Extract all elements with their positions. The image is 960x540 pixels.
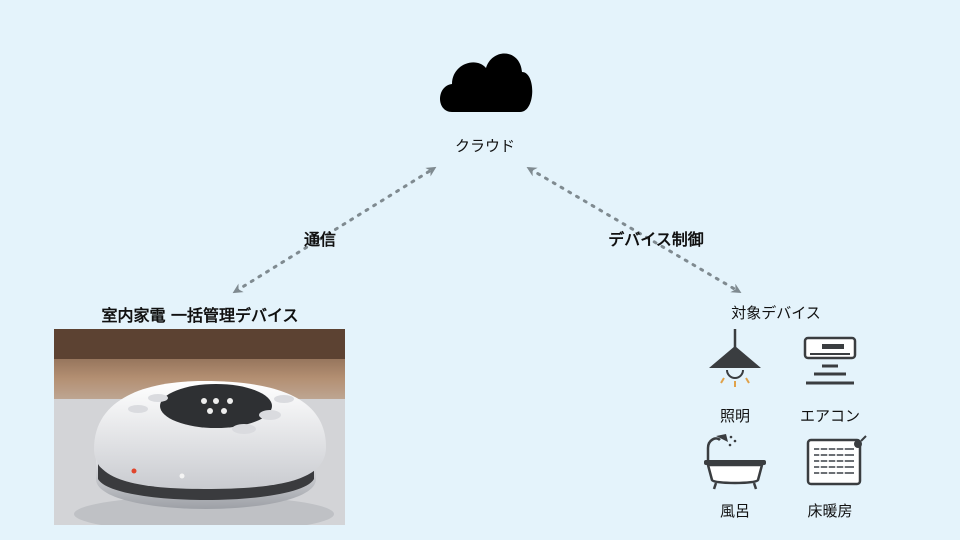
- hub-title: 室内家電 一括管理デバイス: [101, 306, 299, 325]
- right-dotted-arrow: [526, 166, 742, 294]
- communication-label: 通信: [303, 230, 336, 249]
- target-devices-title: 対象デバイス: [731, 304, 821, 322]
- target-label-aircon: エアコン: [799, 407, 860, 425]
- target-label-lamp: 照明: [719, 407, 750, 425]
- smart-home-hub-photo: [54, 329, 345, 525]
- target-label-floor-heating: 床暖房: [807, 502, 853, 520]
- target-label-bath: 風呂: [719, 502, 750, 520]
- device-control-label: デバイス制御: [608, 230, 704, 249]
- cloud-label: クラウド: [454, 137, 515, 155]
- left-dotted-arrow: [232, 166, 437, 294]
